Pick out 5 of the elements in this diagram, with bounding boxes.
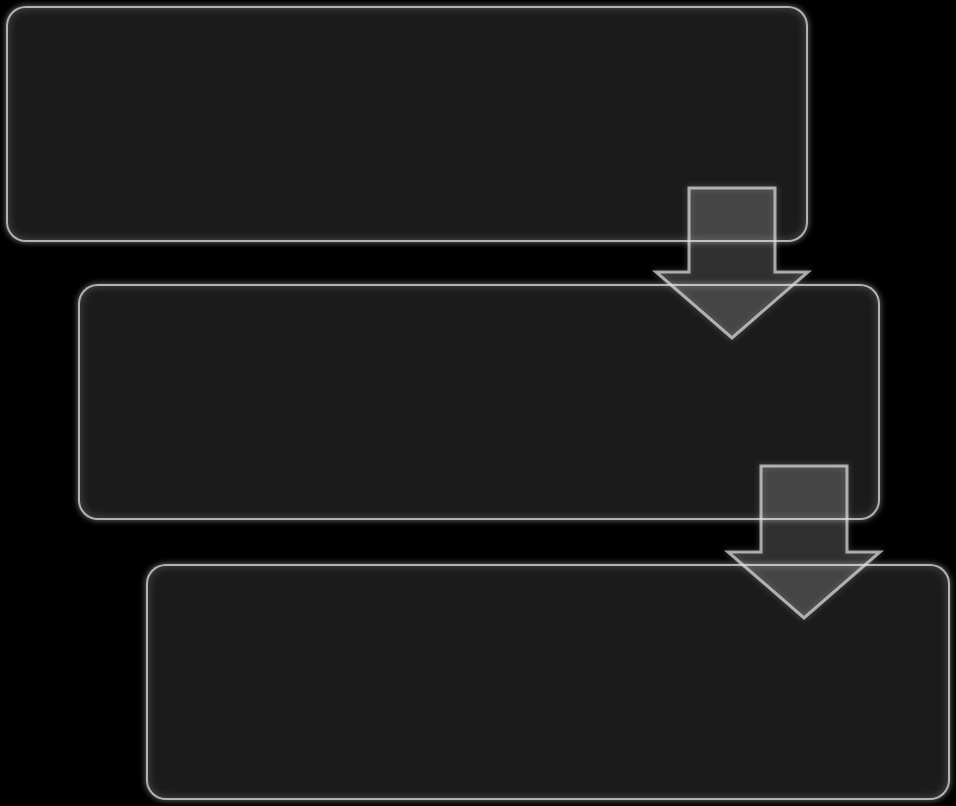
process-box xyxy=(78,284,880,520)
block-arrow xyxy=(724,464,884,620)
process-box xyxy=(6,6,808,242)
block-arrow xyxy=(652,186,812,340)
process-box xyxy=(146,564,950,800)
